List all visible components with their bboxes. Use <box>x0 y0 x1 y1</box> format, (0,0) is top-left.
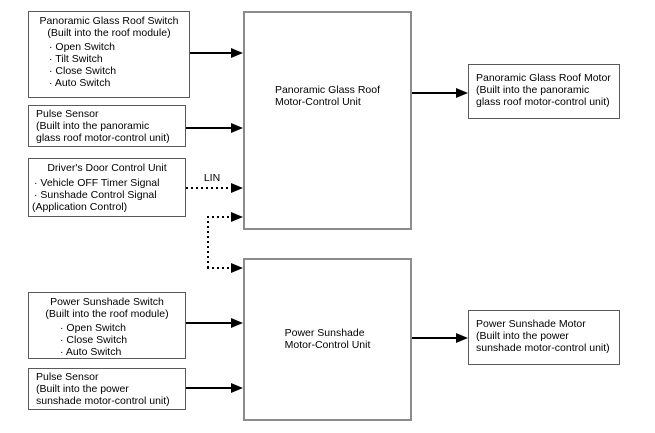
bullet-list: · Open Switch · Tilt Switch · Close Swit… <box>29 41 189 89</box>
connector-sunshade-mcu-to-sunshade-motor <box>412 337 457 339</box>
connector-roof-switch-to-roof-mcu <box>190 52 232 54</box>
connector-sunshade-switch-to-sunshade-mcu <box>186 322 232 324</box>
connector-roof-mcu-to-roof-motor <box>412 92 457 94</box>
bullet-item: · Open Switch <box>60 321 126 334</box>
connector-pulse-sensor-roof-to-roof-mcu <box>186 127 232 129</box>
arrowhead-lin-to-roof-mcu <box>231 212 243 222</box>
box-text-line: glass roof motor-control unit) <box>476 96 610 108</box>
box-text-line: Panoramic Glass Roof <box>274 84 381 96</box>
box-text-line: Power Sunshade Motor <box>476 318 586 330</box>
box-text-line: sunshade motor-control unit) <box>36 395 170 407</box>
dashed-lin-bus-vertical <box>207 216 209 269</box>
bullet-item: · Close Switch <box>60 333 128 346</box>
box-text-line: (Built into the panoramic <box>476 84 590 96</box>
box-text-line: Pulse Sensor <box>36 108 99 120</box>
dashed-connector-lin-to-roof-mcu <box>207 216 232 218</box>
arrowhead-sunshade-mcu-to-sunshade-motor <box>456 333 468 343</box>
arrowhead-lin-to-sunshade-mcu <box>231 263 243 273</box>
box-text-line: Motor-Control Unit <box>284 339 371 351</box>
arrowhead-pulse-sensor-sunshade-to-sunshade-mcu <box>231 383 243 393</box>
bullet-item: · Auto Switch <box>60 345 122 358</box>
arrowhead-sunshade-switch-to-sunshade-mcu <box>231 318 243 328</box>
box-text-line: sunshade motor-control unit) <box>476 342 610 354</box>
arrowhead-roof-mcu-to-roof-motor <box>456 88 468 98</box>
box-pulse-sensor-roof: Pulse Sensor (Built into the panoramic g… <box>28 105 186 147</box>
dashed-connector-door-control-to-roof-mcu <box>186 187 232 189</box>
box-text-line: Motor-Control Unit <box>274 96 361 108</box>
box-power-sunshade-switch: Power Sunshade Switch (Built into the ro… <box>28 292 186 359</box>
bullet-item-continuation: (Application Control) <box>32 201 128 213</box>
box-text-line: (Built into the panoramic <box>36 120 150 132</box>
box-text-line: glass roof motor-control unit) <box>36 132 170 144</box>
bullet-item: · Tilt Switch <box>49 52 103 65</box>
arrowhead-roof-switch-to-roof-mcu <box>231 48 243 58</box>
box-title-line: (Built into the roof module) <box>45 307 169 320</box>
bullet-list: · Open Switch · Close Switch · Auto Swit… <box>29 322 185 358</box>
box-title-line: Driver's Door Control Unit <box>47 162 167 174</box>
arrowhead-pulse-sensor-roof-to-roof-mcu <box>231 123 243 133</box>
box-power-sunshade-motor-control-unit: Power Sunshade Motor-Control Unit <box>243 258 412 421</box>
box-text: Panoramic Glass Roof Motor-Control Unit <box>245 84 410 108</box>
bullet-item: · Vehicle OFF Timer Signal <box>34 177 160 189</box>
box-panoramic-glass-roof-switch: Panoramic Glass Roof Switch (Built into … <box>28 11 190 98</box>
bullet-item: · Sunshade Control Signal <box>34 189 157 201</box>
bullet-item: · Open Switch <box>49 40 115 53</box>
arrowhead-door-control-to-roof-mcu <box>231 183 243 193</box>
bullet-item: · Auto Switch <box>49 76 111 89</box>
box-text: Power Sunshade Motor-Control Unit <box>245 327 410 351</box>
box-text-line: Power Sunshade <box>284 327 365 339</box>
box-title-line: Panoramic Glass Roof Switch <box>39 14 179 27</box>
box-panoramic-glass-roof-motor: Panoramic Glass Roof Motor (Built into t… <box>468 64 620 119</box>
bullet-item: · Close Switch <box>49 64 117 77</box>
box-pulse-sensor-sunshade: Pulse Sensor (Built into the power sunsh… <box>28 368 186 410</box>
box-text-line: (Built into the power <box>36 383 129 395</box>
connector-pulse-sensor-sunshade-to-sunshade-mcu <box>186 387 232 389</box>
box-text-line: Panoramic Glass Roof Motor <box>476 72 611 84</box>
lin-bus-label: LIN <box>203 172 221 184</box>
box-drivers-door-control-unit: Driver's Door Control Unit · Vehicle OFF… <box>28 158 186 217</box>
box-title-line: Power Sunshade Switch <box>50 295 164 308</box>
box-title-line: (Built into the roof module) <box>47 26 171 39</box>
bullet-list: · Vehicle OFF Timer Signal · Sunshade Co… <box>29 177 185 213</box>
box-panoramic-glass-roof-motor-control-unit: Panoramic Glass Roof Motor-Control Unit <box>243 11 412 230</box>
box-text-line: Pulse Sensor <box>36 371 99 383</box>
dashed-connector-lin-to-sunshade-mcu <box>207 267 232 269</box>
box-text-line: (Built into the power <box>476 330 569 342</box>
box-power-sunshade-motor: Power Sunshade Motor (Built into the pow… <box>468 310 620 365</box>
